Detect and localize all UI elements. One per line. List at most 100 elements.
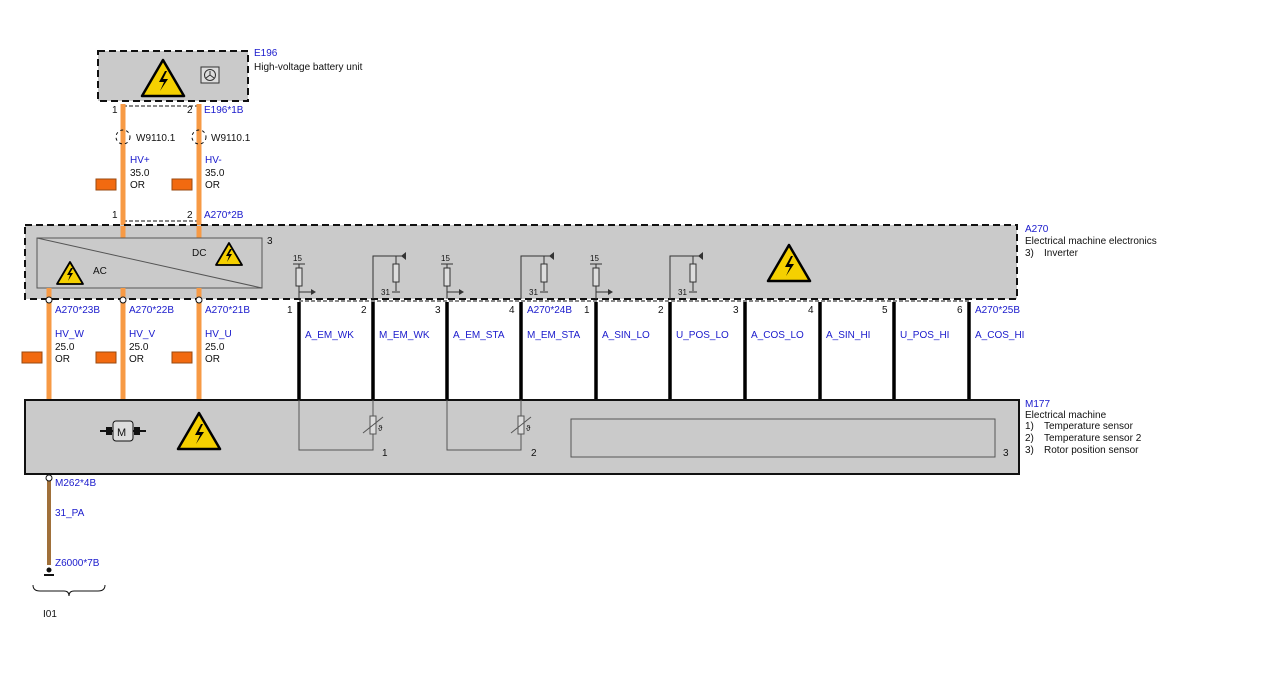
inverter-block xyxy=(36,237,263,289)
e196-pin-2: 2 xyxy=(187,105,193,116)
pullup-resistor-icon xyxy=(441,263,464,299)
wire-color-swatch xyxy=(21,351,43,364)
ground-wire-name: 31_PA xyxy=(55,508,85,519)
wire-size: 25.0 xyxy=(55,342,75,353)
ground-connector-top: M262*4B xyxy=(55,478,96,489)
wire-name: HV_V xyxy=(129,329,155,340)
pin-number: 3 xyxy=(733,305,739,316)
group-brace xyxy=(32,584,106,597)
temperature-sensor-2 xyxy=(510,415,532,435)
pin-icon xyxy=(119,296,127,304)
pin-icon xyxy=(195,296,203,304)
wire-size: 25.0 xyxy=(129,342,149,353)
pin-number: 2 xyxy=(361,305,367,316)
e196-battery-unit xyxy=(97,50,249,102)
m177-note-num: 3) xyxy=(1025,445,1034,456)
wire-name: HV- xyxy=(205,155,222,166)
a270-note: Inverter xyxy=(1044,248,1079,259)
ac-connector-label: A270*22B xyxy=(129,305,174,316)
a270-connector-24b: A270*24B xyxy=(527,305,572,316)
wire-color-swatch xyxy=(95,178,117,191)
wire-size: 25.0 xyxy=(205,342,225,353)
pulldown-resistor-icon xyxy=(520,252,554,299)
a270-dc-connector: A270*2B xyxy=(204,210,244,221)
svg-text:M: M xyxy=(117,427,126,439)
wire-color: OR xyxy=(129,354,144,365)
a270-connector-25b: A270*25B xyxy=(975,305,1020,316)
sensor-number: 1 xyxy=(382,448,388,459)
signal-name: A_EM_STA xyxy=(453,330,505,341)
theta-symbol: ϑ xyxy=(526,424,531,433)
pulldown-resistor-icon xyxy=(669,252,703,299)
wire-name: HV+ xyxy=(130,155,150,166)
wire-size: 35.0 xyxy=(205,168,225,179)
signal-name: A_SIN_HI xyxy=(826,330,870,341)
shield-icon xyxy=(191,129,207,145)
signal-name: A_COS_LO xyxy=(751,330,804,341)
signal-name: M_EM_STA xyxy=(527,330,580,341)
inverter-number: 3 xyxy=(267,236,273,247)
ac-connector-label: A270*23B xyxy=(55,305,100,316)
ground-connector-bottom: Z6000*7B xyxy=(55,558,100,569)
inverter-dc-label: DC xyxy=(192,248,206,259)
wire-color: OR xyxy=(205,180,220,191)
sensor-number: 3 xyxy=(1003,448,1009,459)
group-label: I01 xyxy=(43,609,57,620)
a270-note-num: 3) xyxy=(1025,248,1034,259)
supply-label: 15 xyxy=(590,254,599,263)
a270-dc-pin: 1 xyxy=(112,210,118,221)
pin-number: 5 xyxy=(882,305,888,316)
shield-label: W9110.1 xyxy=(211,133,251,144)
m177-note-num: 1) xyxy=(1025,421,1034,432)
pullup-resistor-icon xyxy=(293,263,316,299)
wire-name: HV_W xyxy=(55,329,84,340)
supply-label: 15 xyxy=(441,254,450,263)
signal-name: A_COS_HI xyxy=(975,330,1024,341)
a270-id: A270 xyxy=(1025,224,1049,235)
ground-icon xyxy=(44,567,54,576)
pin-number: 3 xyxy=(435,305,441,316)
wire-color: OR xyxy=(130,180,145,191)
gauge-icon xyxy=(200,66,220,84)
e196-connector: E196*1B xyxy=(204,105,244,116)
m177-id: M177 xyxy=(1025,399,1050,410)
wire-name: HV_U xyxy=(205,329,232,340)
signal-name: U_POS_LO xyxy=(676,330,729,341)
sensor-number: 2 xyxy=(531,448,537,459)
a270-name: Electrical machine electronics xyxy=(1025,236,1157,247)
signal-name: M_EM_WK xyxy=(379,330,430,341)
ground-label: 31 xyxy=(529,288,538,297)
shield-label: W9110.1 xyxy=(136,133,176,144)
e196-name: High-voltage battery unit xyxy=(254,62,363,73)
signal-name: A_SIN_LO xyxy=(602,330,650,341)
supply-label: 15 xyxy=(293,254,302,263)
ac-connector-label: A270*21B xyxy=(205,305,250,316)
m177-name: Electrical machine xyxy=(1025,410,1107,421)
wire-color-swatch xyxy=(171,351,193,364)
wire-color-swatch xyxy=(95,351,117,364)
shield-icon xyxy=(115,129,131,145)
pulldown-resistor-icon xyxy=(372,252,406,299)
pin-number: 4 xyxy=(808,305,814,316)
pin-number: 6 xyxy=(957,305,963,316)
pin-icon xyxy=(45,296,53,304)
wire-color: OR xyxy=(55,354,70,365)
e196-id: E196 xyxy=(254,48,278,59)
signal-name: U_POS_HI xyxy=(900,330,949,341)
wire-color-swatch xyxy=(171,178,193,191)
e196-pin-1: 1 xyxy=(112,105,118,116)
m177-note: Temperature sensor xyxy=(1044,421,1134,432)
wire-color: OR xyxy=(205,354,220,365)
ground-label: 31 xyxy=(678,288,687,297)
signal-name: A_EM_WK xyxy=(305,330,354,341)
wire-size: 35.0 xyxy=(130,168,150,179)
m177-note: Rotor position sensor xyxy=(1044,445,1139,456)
pin-number: 1 xyxy=(584,305,590,316)
m177-note-num: 2) xyxy=(1025,433,1034,444)
temperature-sensor-1 xyxy=(362,415,384,435)
ground-label: 31 xyxy=(381,288,390,297)
rotor-position-sensor xyxy=(570,418,996,458)
m177-note: Temperature sensor 2 xyxy=(1044,433,1142,444)
pullup-resistor-icon xyxy=(590,263,613,299)
